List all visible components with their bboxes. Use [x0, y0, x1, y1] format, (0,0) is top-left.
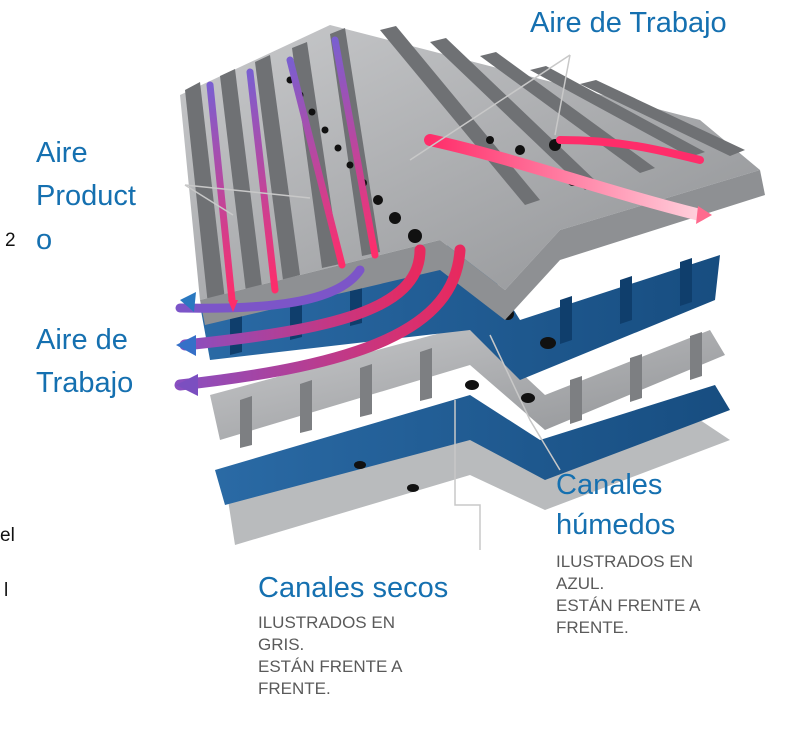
note-secos-line4: FRENTE. [258, 679, 331, 698]
edge-fragment-2: 2 [5, 230, 16, 251]
label-canales-secos-title: Canales secos [258, 572, 449, 604]
note-secos-line1: ILUSTRADOS EN [258, 613, 395, 632]
edge-fragment-el: el [0, 525, 15, 546]
note-humedos-line1: ILUSTRADOS EN [556, 552, 693, 571]
note-humedos-line3: ESTÁN FRENTE A [556, 596, 701, 615]
dry-layer-middle [210, 325, 725, 440]
label-aire-producto-line2: Product [36, 180, 136, 212]
dry-ribs-middle [240, 332, 702, 448]
note-humedos-line4: FRENTE. [556, 618, 629, 637]
wet-layer-lower [215, 385, 730, 505]
label-aire-trabajo-left-line2: Trabajo [36, 367, 134, 399]
label-aire-trabajo-left-line1: Aire de [36, 324, 128, 356]
edge-fragment-l: l [4, 580, 9, 601]
product-air-arrows [206, 36, 706, 304]
working-air-arrows [174, 244, 466, 391]
label-aire-producto-line3: o [36, 224, 53, 256]
label-aire-de-trabajo-top: Aire de Trabajo [530, 7, 727, 39]
callout-lines [184, 54, 571, 550]
channel-holes-lower [354, 308, 556, 492]
note-humedos-line2: AZUL. [556, 574, 605, 593]
label-canales-humedos-line2: húmedos [556, 509, 676, 541]
note-secos-line3: ESTÁN FRENTE A [258, 657, 403, 676]
note-secos-line2: GRIS. [258, 635, 305, 654]
label-aire-producto-line1: Aire [36, 137, 88, 169]
arrow-heads [176, 206, 712, 396]
label-canales-humedos-line1: Canales [556, 469, 663, 501]
